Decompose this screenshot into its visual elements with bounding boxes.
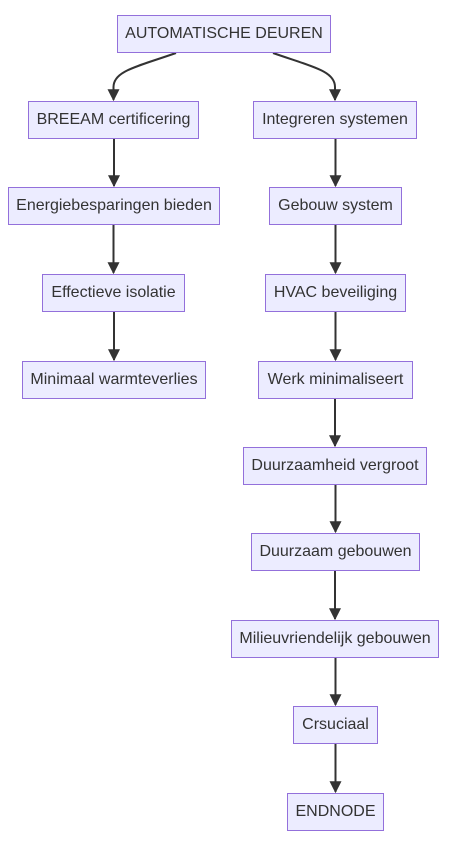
node-gebouw-system: Gebouw system: [269, 187, 402, 225]
node-breeam-certificering: BREEAM certificering: [28, 101, 199, 139]
edge-group: [107, 52, 342, 794]
node-duurzaamheid-vergroot: Duurzaamheid vergroot: [243, 447, 427, 485]
node-minimaal-warmteverlies: Minimaal warmteverlies: [22, 361, 206, 399]
node-crsuciaal: Crsuciaal: [293, 706, 378, 744]
node-duurzaam-gebouwen: Duurzaam gebouwen: [251, 533, 420, 571]
node-effectieve-isolatie: Effectieve isolatie: [42, 274, 185, 312]
node-werk-minimaliseert: Werk minimaliseert: [258, 361, 413, 399]
node-energiebesparingen-bieden: Energiebesparingen bieden: [8, 187, 220, 225]
node-endnode: ENDNODE: [287, 793, 384, 831]
node-hvac-beveiliging: HVAC beveiliging: [265, 274, 406, 312]
node-integreren-systemen: Integreren systemen: [253, 101, 417, 139]
edge-root-to-breeam: [107, 52, 177, 102]
edge-root-to-integreren: [272, 52, 341, 102]
node-automatische-deuren: AUTOMATISCHE DEUREN: [117, 15, 331, 53]
node-milieuvriendelijk-gebouwen: Milieuvriendelijk gebouwen: [231, 620, 439, 658]
